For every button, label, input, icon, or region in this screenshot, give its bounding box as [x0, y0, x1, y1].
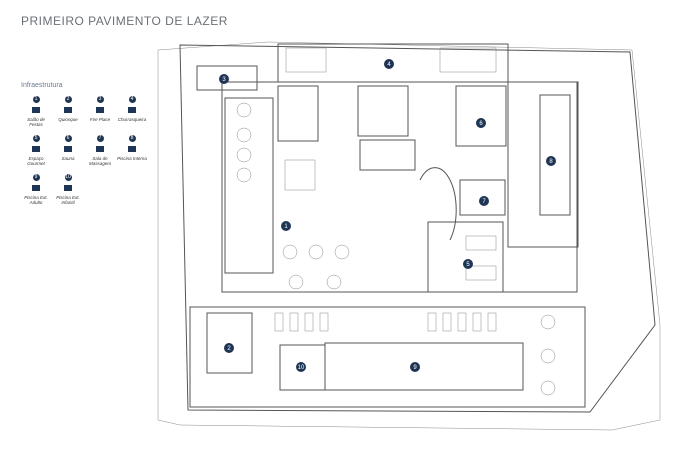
area-marker-9: 9 — [410, 362, 420, 372]
legend-label: Sala de Massagem — [88, 156, 111, 166]
sauna-icon — [64, 146, 72, 152]
legend-number: 8 — [128, 135, 136, 142]
legend-item: 9 Piscina Ext. Adulto — [20, 174, 52, 205]
legend-label: Piscina Ext. Infantil — [56, 195, 80, 205]
marker-number: 1 — [284, 224, 288, 230]
legend-item: 1 Salão de Festas — [20, 96, 52, 127]
legend-number: 1 — [32, 96, 40, 103]
area-marker-7: 7 — [479, 196, 489, 206]
gourmet-space — [427, 221, 504, 293]
massage-icon — [96, 146, 104, 152]
sun-loungers — [274, 312, 497, 332]
marker-number: 7 — [482, 199, 486, 205]
legend-label: Quiosque — [58, 117, 78, 122]
marker-number: 3 — [222, 77, 226, 83]
indoor-pool — [539, 94, 571, 216]
legend-label: Salão de Festas — [27, 117, 45, 127]
pool-icon — [32, 185, 40, 191]
marker-number: 9 — [413, 365, 417, 371]
legend-number: 6 — [64, 135, 72, 142]
legend-label: Piscina Interna — [117, 156, 147, 161]
marker-number: 2 — [227, 346, 231, 352]
area-marker-6: 6 — [476, 118, 486, 128]
marker-number: 6 — [479, 121, 483, 127]
site-boundary — [157, 41, 661, 431]
fireplace-icon — [96, 107, 104, 113]
main-building — [221, 81, 578, 293]
elevators — [359, 139, 416, 171]
indoor-pool-room — [507, 81, 579, 248]
marker-number: 8 — [549, 159, 553, 165]
kiosk-icon — [64, 107, 72, 113]
adult-pool — [324, 342, 524, 391]
legend-number: 4 — [128, 96, 136, 103]
area-marker-2: 2 — [224, 343, 234, 353]
legend-label: Fire Place — [89, 117, 111, 122]
area-marker-4: 4 — [384, 59, 394, 69]
legend-item: 5 Espaço Gourmet — [20, 135, 52, 166]
area-marker-3: 3 — [219, 74, 229, 84]
legend-item: 6 Sauna — [52, 135, 84, 166]
legend-number: 7 — [96, 135, 104, 142]
building-outline — [179, 44, 656, 413]
legend-item: 4 Churrasqueira — [116, 96, 148, 127]
kiosk — [206, 312, 253, 374]
sauna-room — [455, 85, 507, 147]
marker-number: 10 — [298, 365, 305, 371]
legend-label: Churrasqueira — [117, 117, 147, 122]
massage-room — [459, 179, 506, 216]
area-marker-8: 8 — [546, 156, 556, 166]
grill-icon — [128, 107, 136, 113]
spiral-stair — [419, 167, 457, 241]
stairs — [357, 85, 409, 137]
legend-label: Sauna — [61, 156, 75, 161]
area-marker-5: 5 — [463, 259, 473, 269]
legend-number: 9 — [32, 174, 40, 181]
legend-number: 10 — [64, 174, 72, 181]
pool-icon — [64, 185, 72, 191]
legend-item: 7 Sala de Massagem — [84, 135, 116, 166]
fireplace-area — [196, 65, 258, 91]
pool-icon — [128, 146, 136, 152]
tables — [236, 47, 556, 396]
pool-deck — [189, 306, 586, 408]
page-title: PRIMEIRO PAVIMENTO DE LAZER — [21, 14, 228, 28]
party-hall-west — [224, 97, 274, 274]
legend-label: Espaço Gourmet — [27, 156, 45, 166]
party-icon — [32, 107, 40, 113]
legend-item: 10 Piscina Ext. Infantil — [52, 174, 84, 205]
marker-number: 4 — [387, 62, 391, 68]
legend-item: 8 Piscina Interna — [116, 135, 148, 166]
gourmet-icon — [32, 146, 40, 152]
area-marker-10: 10 — [296, 362, 306, 372]
marker-number: 5 — [466, 262, 470, 268]
party-lounge — [277, 85, 319, 142]
grill-area — [277, 43, 509, 83]
area-marker-1: 1 — [281, 221, 291, 231]
legend-label: Piscina Ext. Adulto — [24, 195, 48, 205]
legend-number: 3 — [96, 96, 104, 103]
legend-title: Infraestrutura — [21, 82, 63, 89]
legend-item: 2 Quiosque — [52, 96, 84, 127]
legend-number: 2 — [64, 96, 72, 103]
legend-number: 5 — [32, 135, 40, 142]
legend-item: 3 Fire Place — [84, 96, 116, 127]
